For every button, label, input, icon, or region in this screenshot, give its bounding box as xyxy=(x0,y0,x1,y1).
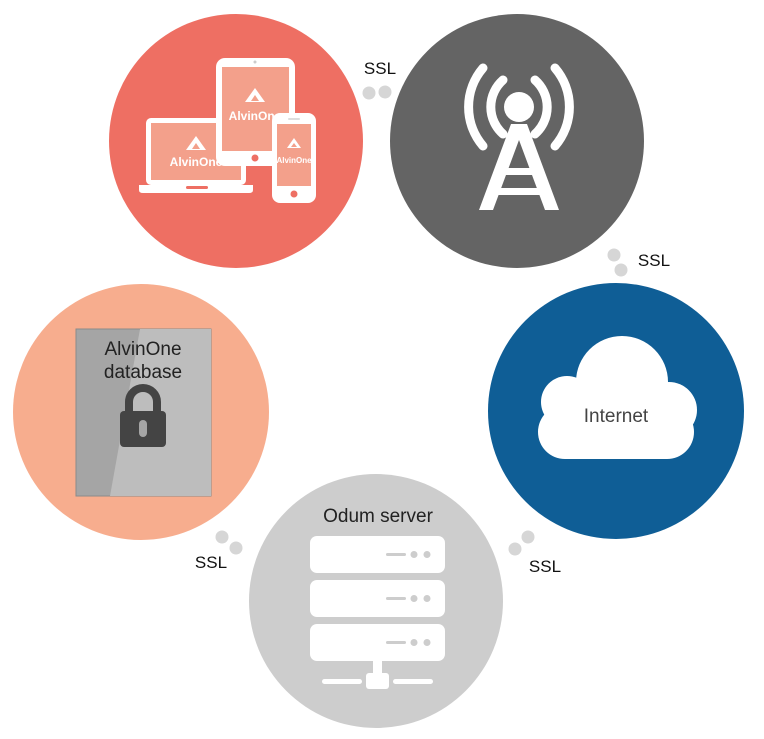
database-label-line1: AlvinOne xyxy=(104,339,181,360)
connector-dot xyxy=(521,530,535,544)
connector-dot xyxy=(607,248,621,262)
padlock-icon xyxy=(120,384,166,447)
internet-label: Internet xyxy=(584,406,649,427)
ssl-label: SSL xyxy=(529,557,561,576)
ssl-label: SSL xyxy=(195,553,227,572)
phone-brand-label: AlvinOne xyxy=(276,156,312,165)
cloud-icon xyxy=(538,336,697,459)
database-icon xyxy=(75,328,212,497)
ssl-label: SSL xyxy=(638,251,670,270)
connector-tower-internet: SSL xyxy=(607,248,670,277)
connector-devices-tower: SSL xyxy=(362,59,396,100)
server-unit xyxy=(310,624,445,661)
connector-dot xyxy=(508,542,522,556)
connector-internet-server: SSL xyxy=(508,530,561,576)
database-node: AlvinOne database xyxy=(13,284,269,540)
server-node: Odum server xyxy=(249,474,503,728)
tower-node xyxy=(390,14,644,268)
devices-icon: AlvinOne AlvinOne AlvinOne xyxy=(139,58,316,203)
internet-node: Internet xyxy=(488,283,744,539)
connector-dot xyxy=(229,541,243,555)
connector-dot xyxy=(378,85,392,99)
server-rack-icon xyxy=(310,536,445,689)
database-label-line2: database xyxy=(104,362,182,383)
ssl-label: SSL xyxy=(364,59,396,78)
devices-node: AlvinOne AlvinOne AlvinOne xyxy=(109,14,363,268)
tablet-brand-label: AlvinOne xyxy=(229,109,282,123)
connector-server-database: SSL xyxy=(195,530,243,572)
server-unit xyxy=(310,580,445,617)
connector-dot xyxy=(362,86,376,100)
phone-icon: AlvinOne xyxy=(272,113,316,203)
connector-dot xyxy=(614,263,628,277)
server-label: Odum server xyxy=(323,506,433,527)
antenna-tower-icon xyxy=(464,63,574,210)
connector-dot xyxy=(215,530,229,544)
laptop-brand-label: AlvinOne xyxy=(170,155,223,169)
server-unit xyxy=(310,536,445,573)
